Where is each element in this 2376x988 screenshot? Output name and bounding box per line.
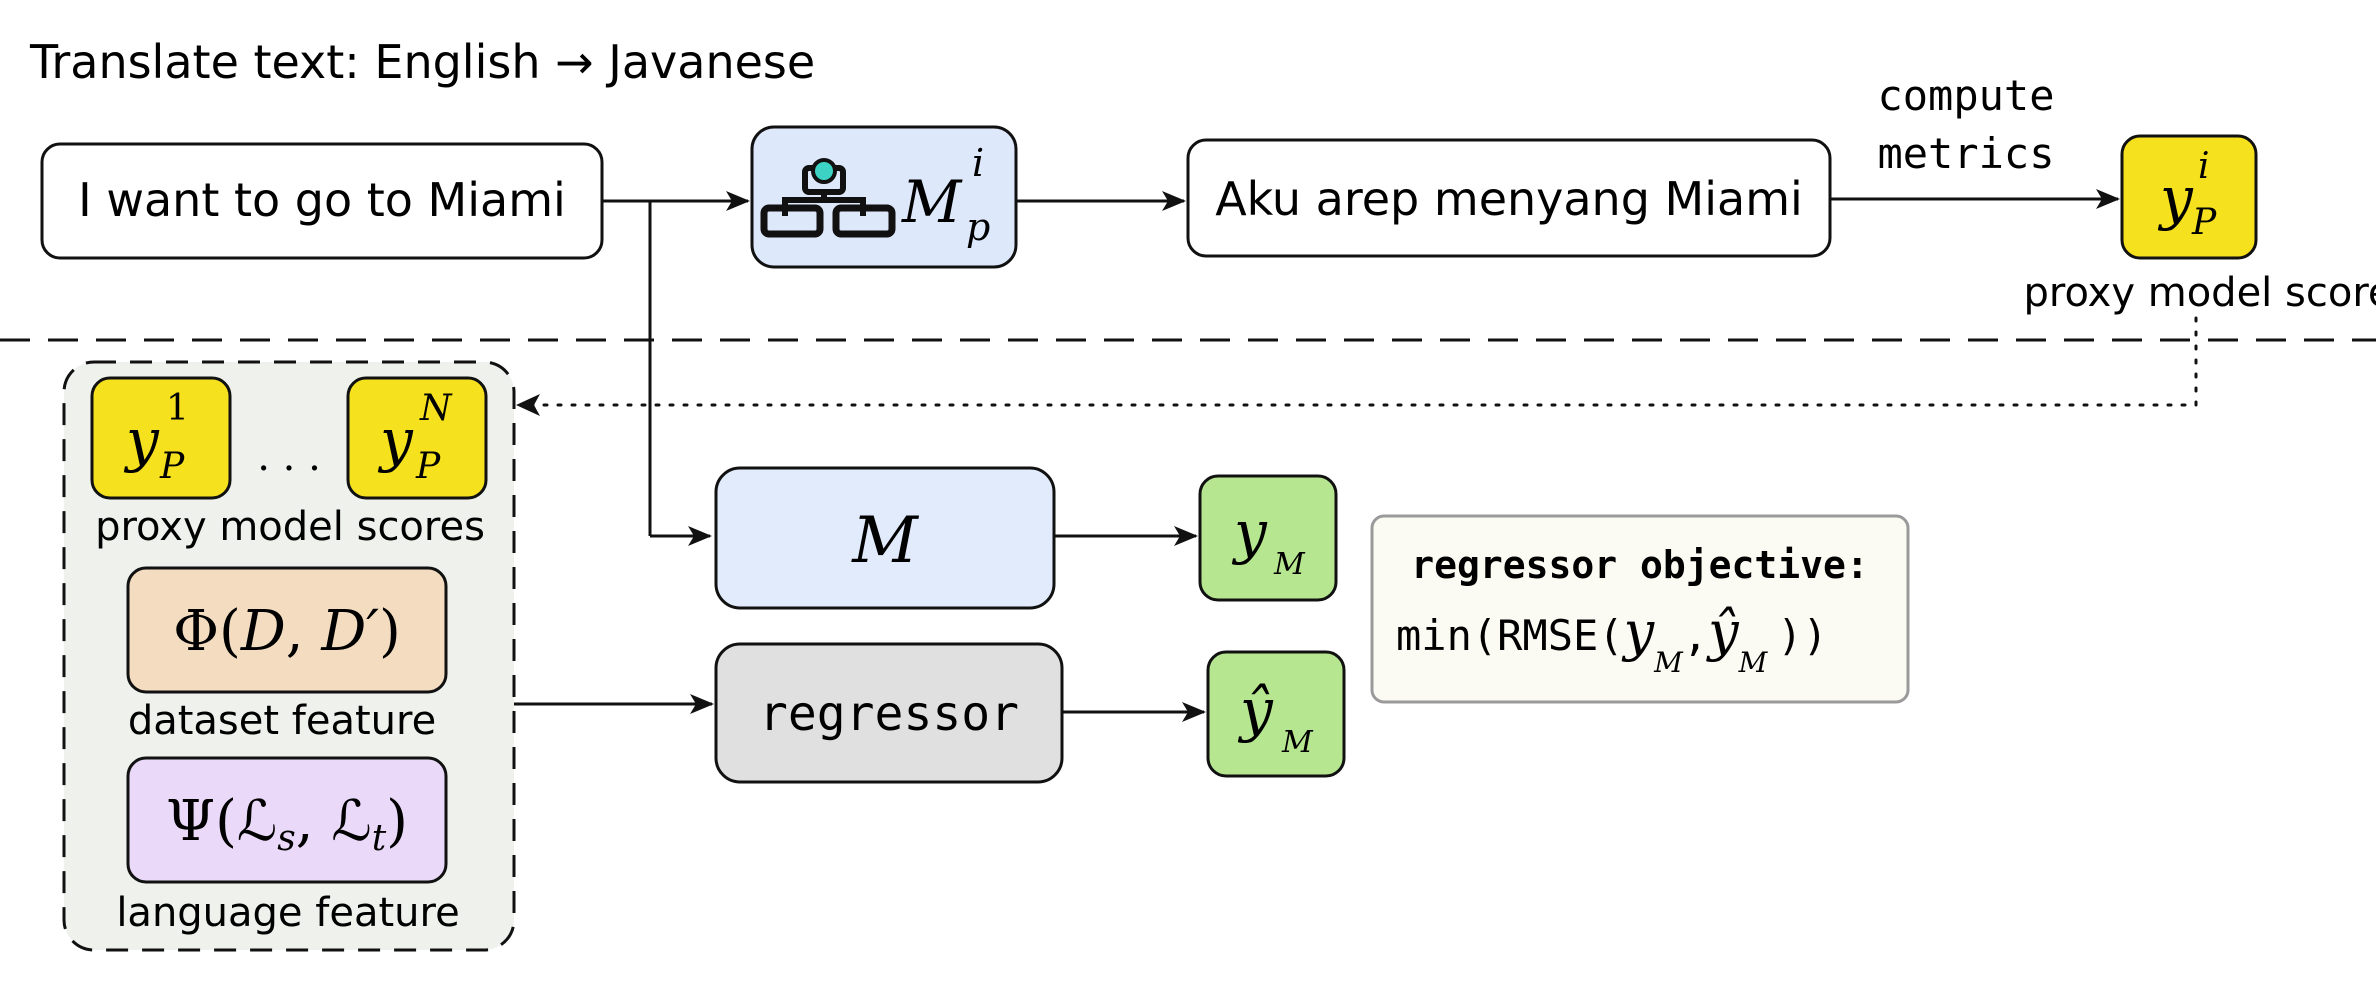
model-output-symbol: y [1231,498,1268,566]
regressor-output-box [1206,650,1346,778]
dataset-caption: dataset feature [128,698,436,744]
objective-box [1370,514,1910,704]
model-box [714,466,1056,610]
model-output-box [1198,474,1338,602]
language-feature-expr: Ψ(ℒs, ℒt) [166,789,408,859]
regressor-label: regressor [759,686,1019,742]
model-output-subscript: M [1273,547,1306,582]
score-first-symbol: y [123,406,160,474]
score-first-superscript: 1 [166,388,189,429]
language-caption: language feature [116,890,459,936]
proxy-model-superscript: i [972,141,984,185]
score-ellipsis: . . . [257,434,321,480]
feedback-arrowhead [516,394,540,416]
regressor-output-node: ŷ M [1206,650,1346,778]
proxy-score-superscript: i [2198,146,2210,187]
regressor-output-subscript: M [1281,725,1314,760]
proxy-score-symbol: y [2157,164,2194,232]
icon-dot [811,158,837,184]
objective-title: regressor objective: [1411,543,1869,587]
model-label: M [851,504,919,578]
output-text: Aku arep menyang Miami [1215,172,1803,226]
proxy-model-node: M i p [750,125,1018,269]
proxy-model-subscript: p [966,205,990,249]
compute-label-line2: metrics [1877,129,2054,178]
proxy-model-symbol: M [901,168,963,236]
objective-expression: min(RMSE(yM,ŷM)) [1396,600,1828,679]
model-output-node: y M [1198,474,1338,602]
feedback-dotted-path [518,316,2198,407]
score-last-box [346,376,488,500]
score-first-subscript: P [159,446,185,487]
score-last-node: y N P [346,376,488,500]
network-icon [760,158,896,238]
dataset-feature-expr: Φ(D, D′) [173,599,401,664]
input-text: I want to go to Miami [78,173,566,227]
score-last-superscript: N [419,388,453,429]
compute-label-line1: compute [1877,71,2054,120]
proxy-score-subscript: P [2191,202,2217,243]
proxy-score-box [2120,134,2258,260]
scores-caption: proxy model scores [95,504,485,550]
regressor-output-symbol: ŷ [1237,676,1274,744]
proxy-score-caption: proxy model score [2023,270,2376,316]
score-last-subscript: P [415,446,441,487]
score-first-box [90,376,232,500]
language-feature-box [126,756,448,884]
task-title: Translate text: English → Javanese [29,35,815,89]
proxy-score-node: y i P [2120,134,2258,260]
score-last-symbol: y [377,406,414,474]
dataset-feature-box [126,566,448,694]
score-first-node: y 1 P [90,376,232,500]
